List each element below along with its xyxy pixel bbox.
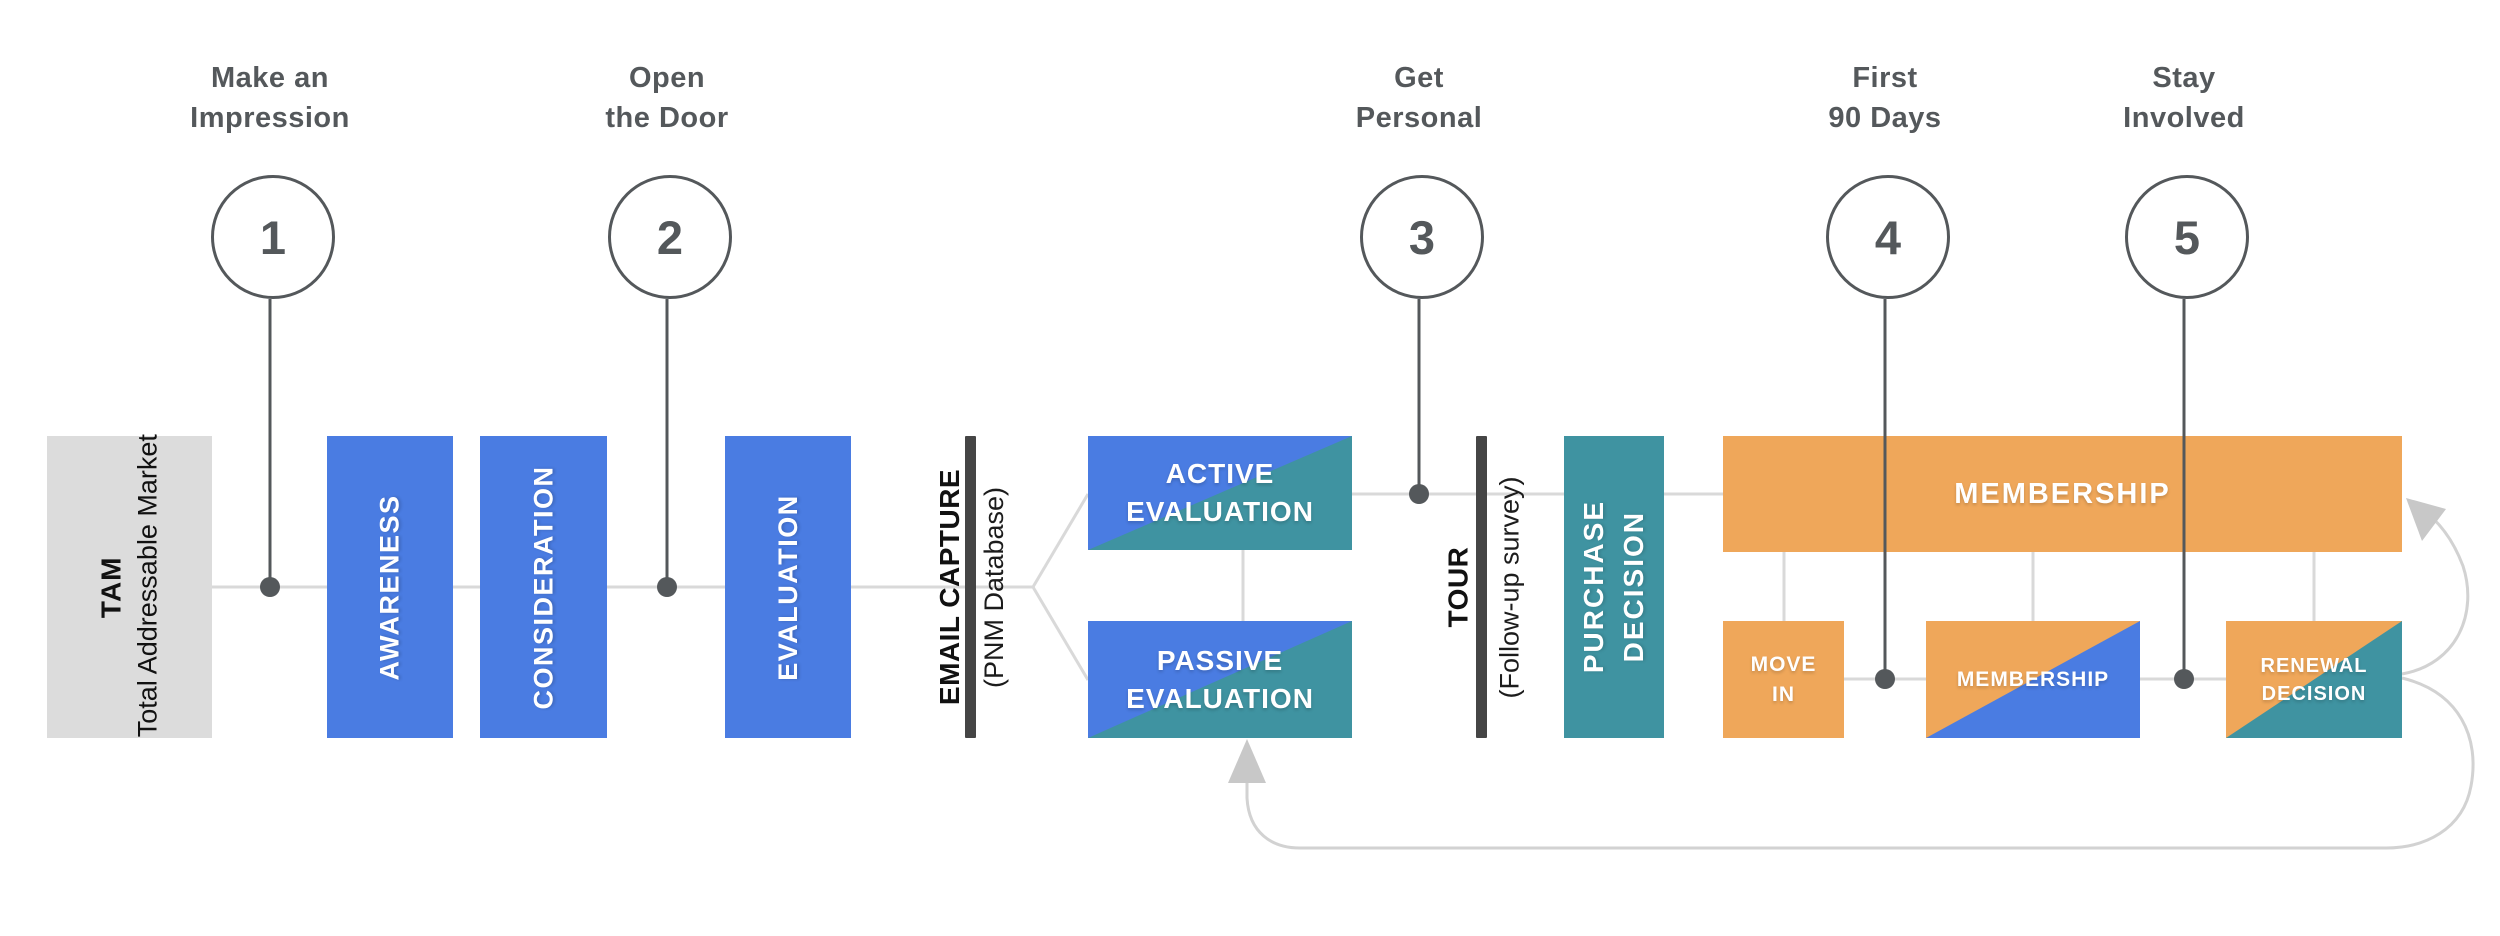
stage-number: 3: [1408, 210, 1436, 264]
loop-arrowhead-membership: [2406, 498, 2446, 541]
consideration-label: CONSIDERATION: [528, 464, 559, 710]
stage-circle-5: 5: [2125, 175, 2249, 299]
awareness-label: AWARENESS: [374, 493, 405, 681]
passive-evaluation-label: PASSIVE EVALUATION: [1126, 644, 1314, 714]
tour-bar: [1476, 436, 1487, 738]
consideration-box: CONSIDERATION: [480, 436, 607, 738]
move-in-box: MOVE IN: [1723, 621, 1844, 738]
split-line-to-passive: [1031, 586, 1090, 681]
stage-label-line: First: [1852, 62, 1918, 94]
email-capture-sublabel: (PNM Database): [979, 486, 1010, 688]
membership-main-label: MEMBERSHIP: [1954, 477, 2171, 510]
stage-number: 4: [1874, 210, 1902, 264]
stage-label-line: Personal: [1355, 102, 1483, 135]
stage-label-line: the Door: [605, 102, 729, 135]
stage-label-1: Make an Impression: [120, 58, 420, 138]
stage-label-line: 90 Days: [1828, 102, 1942, 135]
stage-label-line: Open: [628, 62, 706, 94]
tour-sublabel: (Follow-up survey): [1494, 475, 1525, 699]
evaluation-label: EVALUATION: [772, 493, 803, 681]
renewal-to-passive-loop: [1245, 676, 2475, 850]
renewal-decision-label: RENEWAL DECISION: [2260, 654, 2368, 705]
purchase-decision-box: PURCHASE DECISION: [1564, 436, 1664, 738]
awareness-box: AWARENESS: [327, 436, 453, 738]
membership-small-label: MEMBERSHIP: [1956, 667, 2110, 691]
stage-number: 5: [2173, 210, 2201, 264]
purchase-decision-line2: DECISION: [1618, 511, 1649, 663]
split-line-to-active: [1031, 493, 1090, 588]
stage-circle-1: 1: [211, 175, 335, 299]
membership-small-box: MEMBERSHIP: [1926, 621, 2140, 738]
active-evaluation-box: ACTIVE EVALUATION: [1088, 436, 1352, 550]
tam-subtitle: Total Addressable Market: [132, 433, 163, 737]
stage-label-line: Make an: [211, 62, 329, 94]
tam-title: TAM: [95, 556, 127, 618]
tam-box: TAM Total Addressable Market: [47, 433, 212, 738]
purchase-decision-line1: PURCHASE: [1578, 500, 1609, 674]
loop-arrowhead-passive: [1228, 739, 1266, 783]
passive-evaluation-box: PASSIVE EVALUATION: [1088, 621, 1352, 738]
email-capture-sublabel-wrap: (PNM Database): [945, 436, 1045, 738]
evaluation-box: EVALUATION: [725, 436, 851, 738]
tour-sublabel-wrap: (Follow-up survey): [1460, 436, 1560, 738]
stage-label-line: Impression: [190, 102, 350, 135]
renewal-to-membership-loop: [2401, 505, 2470, 676]
stage-circle-4: 4: [1826, 175, 1950, 299]
move-in-label: MOVE IN: [1750, 653, 1817, 706]
stage-number: 1: [259, 210, 287, 264]
stage-label-line: Stay: [2152, 62, 2216, 94]
stage-label-line: Involved: [2123, 102, 2245, 135]
stage-label-5: Stay Involved: [2034, 58, 2334, 138]
membership-main-box: MEMBERSHIP: [1723, 436, 2402, 552]
stage-label-2: Open the Door: [517, 58, 817, 138]
stage-label-4: First 90 Days: [1735, 58, 2035, 138]
renewal-decision-box: RENEWAL DECISION: [2226, 621, 2402, 738]
tam-text: TAM Total Addressable Market: [93, 433, 166, 737]
stage-label-3: Get Personal: [1269, 58, 1569, 138]
active-evaluation-label: ACTIVE EVALUATION: [1126, 458, 1314, 527]
email-capture-bar: [965, 436, 976, 738]
stage-number: 2: [656, 210, 684, 264]
stage-circle-2: 2: [608, 175, 732, 299]
stage-circle-3: 3: [1360, 175, 1484, 299]
stage-label-line: Get: [1394, 62, 1444, 94]
